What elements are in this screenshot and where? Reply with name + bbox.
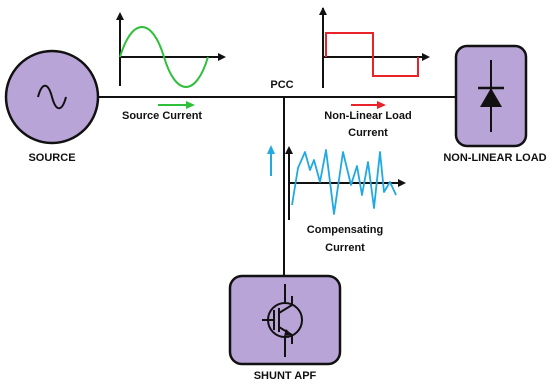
- nonlinear-current-waveform: [319, 7, 430, 88]
- compensating-label-line2: Current: [325, 242, 365, 254]
- shunt-apf-label: SHUNT APF: [254, 370, 317, 382]
- sine-symbol: [37, 84, 67, 110]
- nonlinear-load-label: NON-LINEAR LOAD: [443, 152, 546, 164]
- load-square-wave: [325, 32, 419, 77]
- source-label: SOURCE: [28, 152, 75, 164]
- shunt-apf-box: [228, 274, 342, 366]
- source-current-waveform: [116, 12, 226, 88]
- nonlinear-current-label-line1: Non-Linear Load: [324, 110, 411, 122]
- diode-icon: [478, 60, 504, 132]
- compensating-current-arrow: [267, 145, 275, 176]
- igbt-icon: [262, 284, 303, 357]
- compensating-wave: [291, 149, 397, 215]
- source-icon: [4, 49, 100, 145]
- source-current-arrow: [158, 101, 195, 109]
- nonlinear-load-box: [454, 44, 528, 148]
- nonlinear-current-label-line2: Current: [348, 127, 388, 139]
- compensating-label-line1: Compensating: [307, 224, 383, 236]
- nonlinear-current-arrow: [351, 101, 386, 109]
- source-sine-wave: [119, 26, 209, 88]
- compensating-current-waveform: [285, 146, 406, 220]
- source-current-label: Source Current: [122, 110, 202, 122]
- pcc-label: PCC: [270, 79, 293, 91]
